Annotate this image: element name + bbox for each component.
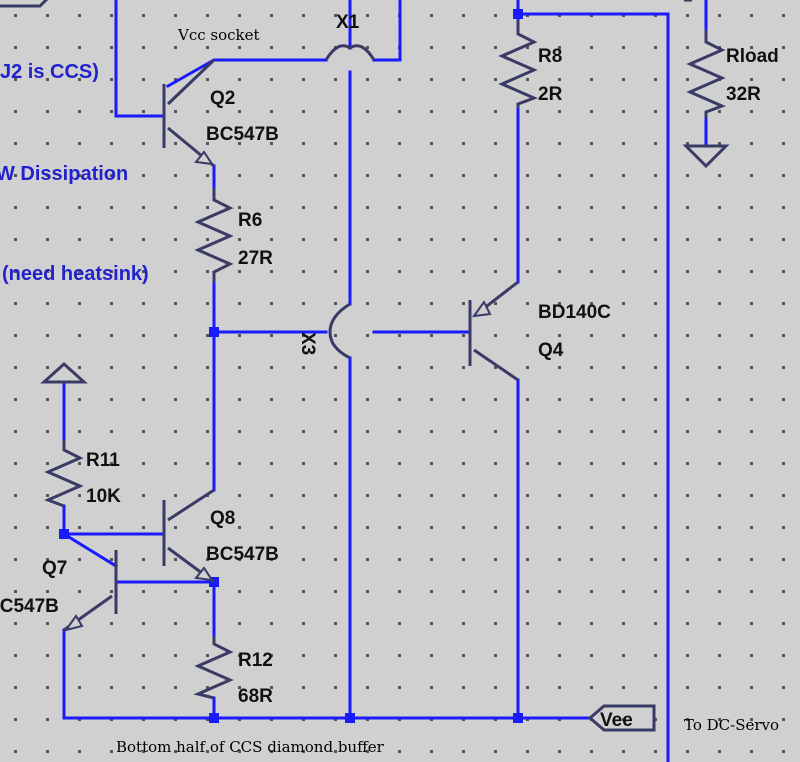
transistor-q2 xyxy=(162,58,216,168)
q8-name: Q8 xyxy=(210,508,235,529)
x1-label: X1 xyxy=(336,12,360,33)
vee-net-label: Vee xyxy=(587,704,656,732)
rload-name: Rload xyxy=(726,46,779,67)
q7-name: Q7 xyxy=(42,558,67,579)
r8-name: R8 xyxy=(538,46,562,67)
transistor-q4 xyxy=(468,280,519,382)
q4-name: Q4 xyxy=(538,340,564,361)
resistor-rload xyxy=(686,30,726,118)
resistor-r6 xyxy=(194,188,234,282)
vee-label: Vee xyxy=(600,710,633,731)
crossover-x3: X3 xyxy=(297,302,351,360)
q8-model: BC547B xyxy=(206,544,279,565)
resistor-r11 xyxy=(44,440,84,508)
r11-value: 10K xyxy=(86,486,121,507)
annotation-dc-servo: To DC-Servo xyxy=(684,716,779,734)
transistor-q7 xyxy=(63,550,118,632)
r11-name: R11 xyxy=(86,450,120,471)
r12-name: R12 xyxy=(238,650,273,671)
q7-model: BC547B xyxy=(0,596,59,617)
note-ccs: J2 is CCS) xyxy=(0,61,99,83)
annotation-vcc-socket: Vcc socket xyxy=(177,26,260,44)
r6-value: 27R xyxy=(238,248,273,269)
r12-value: 68R xyxy=(238,686,273,707)
rout-net-label xyxy=(0,0,49,8)
transistor-q8 xyxy=(162,488,215,584)
note-heatsink: (need heatsink) xyxy=(2,263,149,285)
q2-model: BC547B xyxy=(206,124,279,145)
x3-label: X3 xyxy=(297,332,318,355)
r6-name: R6 xyxy=(238,210,262,231)
resistor-r12 xyxy=(193,636,234,700)
ground-triangle-icon xyxy=(682,144,730,169)
crossover-x1: X1 xyxy=(324,12,376,61)
supply-triangle-icon xyxy=(40,361,88,384)
r8-value: 2R xyxy=(538,84,563,105)
note-dissipation: W Dissipation xyxy=(0,163,128,185)
resistor-r8 xyxy=(498,20,538,108)
rload-value: 32R xyxy=(726,84,761,105)
q4-model: BD140C xyxy=(538,302,611,323)
annotation-bottom-half: Bottom half of CCS diamond buffer xyxy=(116,738,385,756)
q2-name: Q2 xyxy=(210,88,235,109)
